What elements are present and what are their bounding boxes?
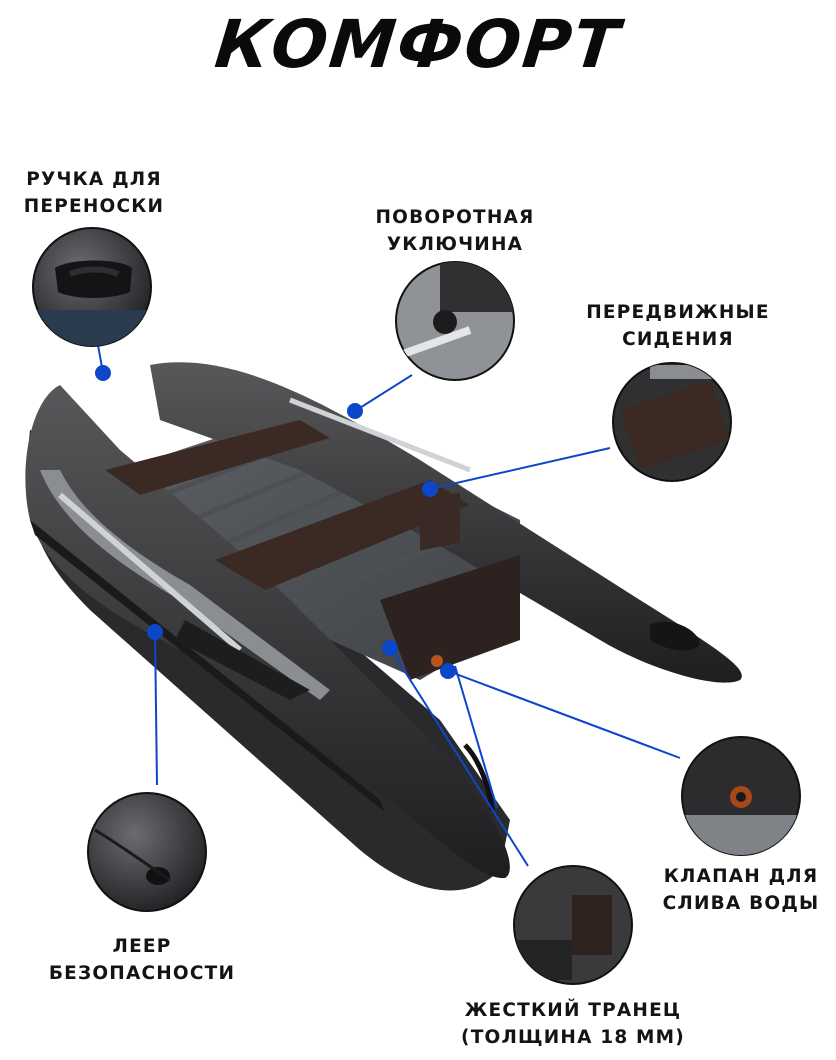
label-drain-valve: КЛАПАН ДЛЯ СЛИВА ВОДЫ: [662, 866, 820, 914]
detail-carry-handle: [32, 227, 152, 347]
leader-lines: [97, 344, 681, 867]
callout-dots: [95, 365, 456, 679]
left-tube: [25, 385, 510, 879]
detail-transom: [513, 865, 633, 985]
seat-front: [105, 420, 330, 495]
boat-transom: [380, 555, 520, 680]
seat-rear: [215, 480, 470, 590]
label-carry-handle: РУЧКА ДЛЯ ПЕРЕНОСКИ: [23, 169, 165, 217]
label-oarlock: ПОВОРОТНАЯ УКЛЮЧИНА: [375, 207, 535, 255]
label-safety-rope: ЛЕЕР БЕЗОПАСНОСТИ: [48, 936, 236, 984]
label-seats: ПЕРЕДВИЖНЫЕ СИДЕНИЯ: [586, 302, 770, 350]
label-transom: ЖЕСТКИЙ ТРАНЕЦ (ТОЛЩИНА 18 ММ): [461, 1000, 685, 1048]
detail-drain-valve: [681, 736, 801, 856]
detail-seats: [612, 362, 732, 482]
detail-safety-rope: [87, 792, 207, 912]
boat: [25, 362, 742, 891]
detail-oarlock: [395, 261, 515, 381]
